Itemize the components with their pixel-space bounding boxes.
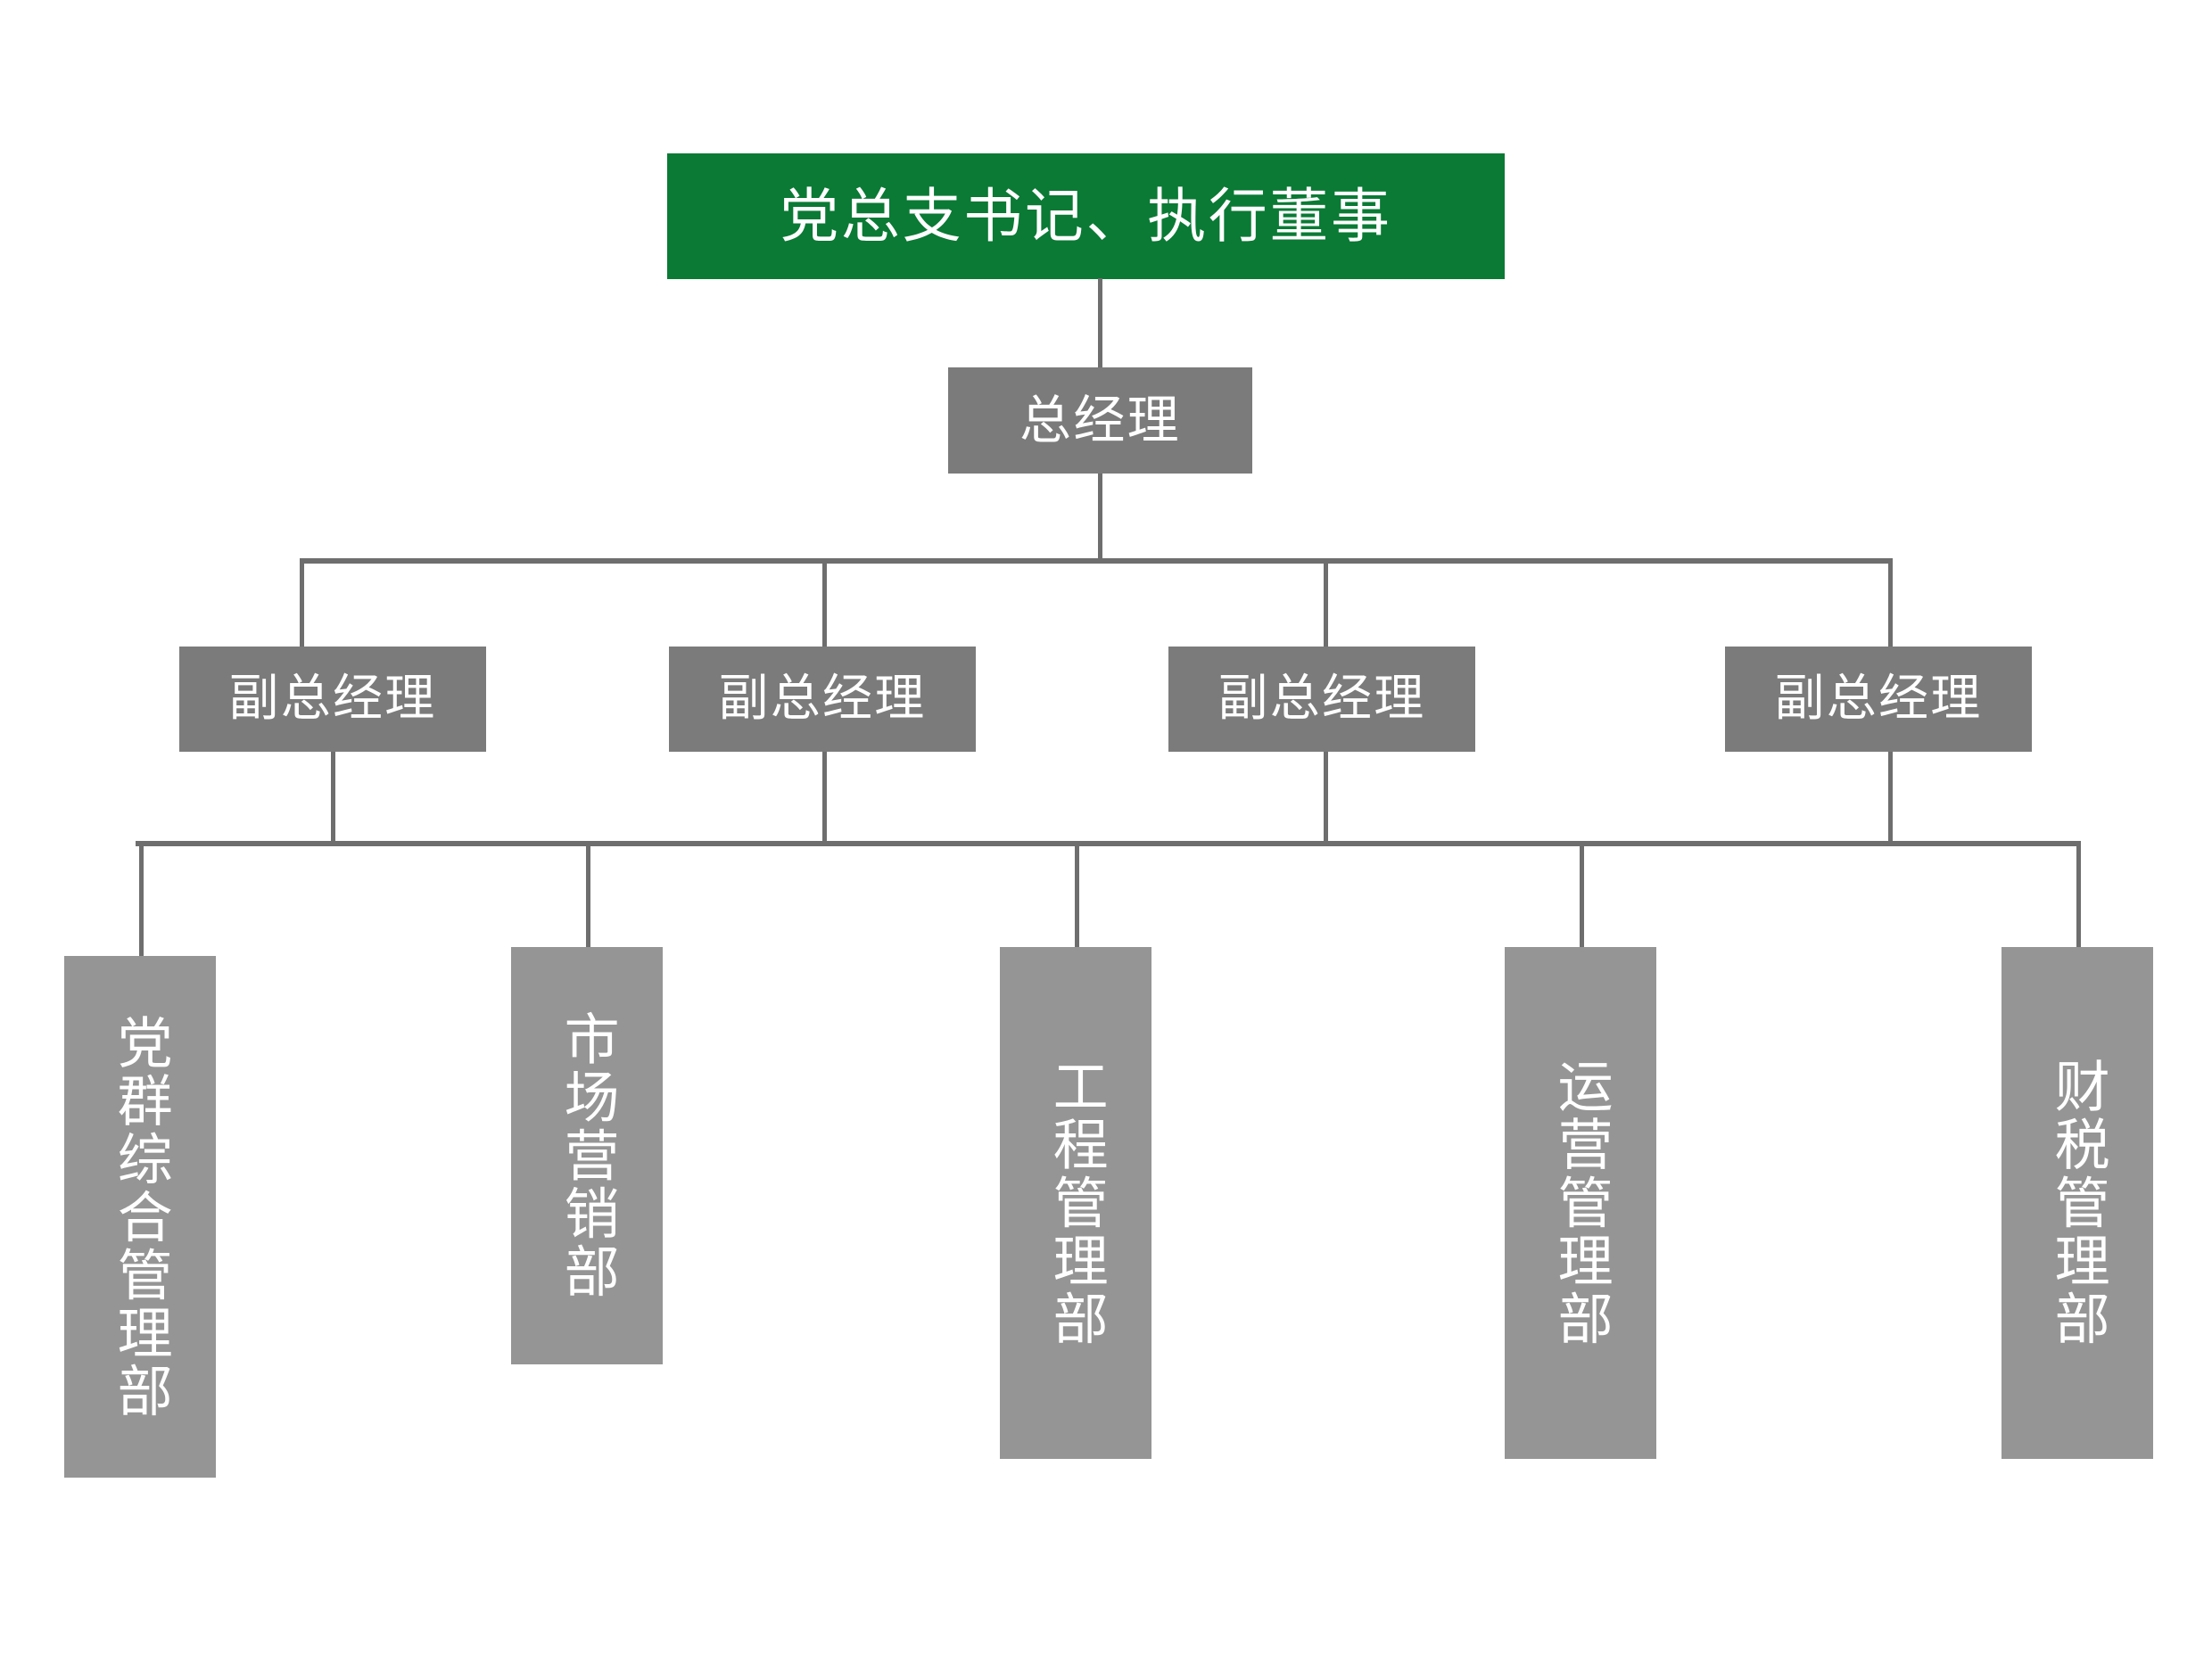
connector-bus-to-dept-5 (2076, 841, 2081, 958)
node-label: 总经理 (1019, 390, 1181, 451)
node-label: 运营管理部 (1548, 1058, 1614, 1348)
node-label: 副总经理 (1774, 669, 1983, 728)
connector-bus-to-dept-2 (586, 841, 590, 958)
node-party-secretary-executive-director[interactable]: 党总支书记、执行董事 (667, 153, 1505, 279)
node-department-party-mass-general-management[interactable]: 党群综合管理部 (64, 956, 216, 1478)
node-deputy-general-manager-3[interactable]: 副总经理 (1168, 647, 1475, 752)
connector-deputy-4-down (1888, 752, 1893, 845)
node-label: 副总经理 (718, 669, 927, 728)
connector-deputy-3-down (1324, 752, 1328, 845)
node-label: 工程管理部 (1043, 1058, 1109, 1348)
node-deputy-general-manager-2[interactable]: 副总经理 (669, 647, 976, 752)
connector-deputy-1-down (331, 752, 335, 845)
connector-bus-to-deputy-3 (1324, 558, 1328, 647)
connector-gm-down (1098, 474, 1102, 561)
connector-bus-to-dept-4 (1580, 841, 1584, 958)
node-label: 副总经理 (228, 669, 437, 728)
node-department-engineering-management[interactable]: 工程管理部 (1000, 947, 1151, 1459)
node-deputy-general-manager-1[interactable]: 副总经理 (179, 647, 486, 752)
connector-root-to-gm (1098, 278, 1102, 368)
connector-bus-to-dept-1 (139, 841, 144, 958)
node-label: 党总支书记、执行董事 (780, 181, 1392, 251)
connector-bus-to-deputy-2 (822, 558, 827, 647)
node-label: 党群综合管理部 (107, 1013, 173, 1421)
connector-bus-to-deputy-4 (1888, 558, 1893, 647)
node-general-manager[interactable]: 总经理 (948, 367, 1252, 474)
node-label: 副总经理 (1217, 669, 1426, 728)
node-deputy-general-manager-4[interactable]: 副总经理 (1725, 647, 2032, 752)
node-department-operations-management[interactable]: 运营管理部 (1505, 947, 1656, 1459)
connector-deputy-2-down (822, 752, 827, 845)
bus-departments (136, 841, 2080, 846)
bus-deputies (300, 558, 1893, 564)
node-department-marketing[interactable]: 市场营销部 (511, 947, 663, 1364)
connector-bus-to-dept-3 (1075, 841, 1079, 958)
connector-bus-to-deputy-1 (300, 558, 304, 647)
node-department-finance-tax-management[interactable]: 财税管理部 (2002, 947, 2153, 1459)
node-label: 财税管理部 (2044, 1058, 2110, 1348)
node-label: 市场营销部 (554, 1010, 620, 1301)
